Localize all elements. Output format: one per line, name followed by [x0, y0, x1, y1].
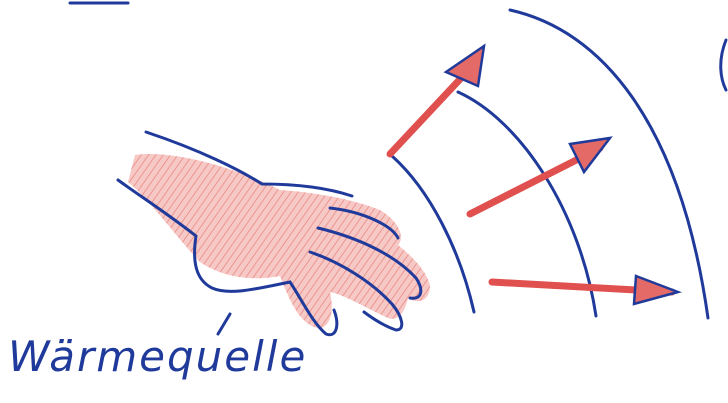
hand-fill [128, 154, 430, 328]
hand-heat-source [118, 132, 430, 335]
heat-arrow-up-head [446, 46, 484, 86]
wavefront-outer [510, 10, 708, 318]
heat-source-label: Wärmequelle [8, 332, 307, 381]
heat-arrows [390, 46, 678, 304]
wavefronts [392, 10, 726, 318]
heat-arrow-mid-head [570, 138, 610, 172]
label-pointer [218, 314, 230, 334]
heat-arrow-low-head [634, 276, 678, 304]
wavefront-edge [721, 40, 726, 90]
